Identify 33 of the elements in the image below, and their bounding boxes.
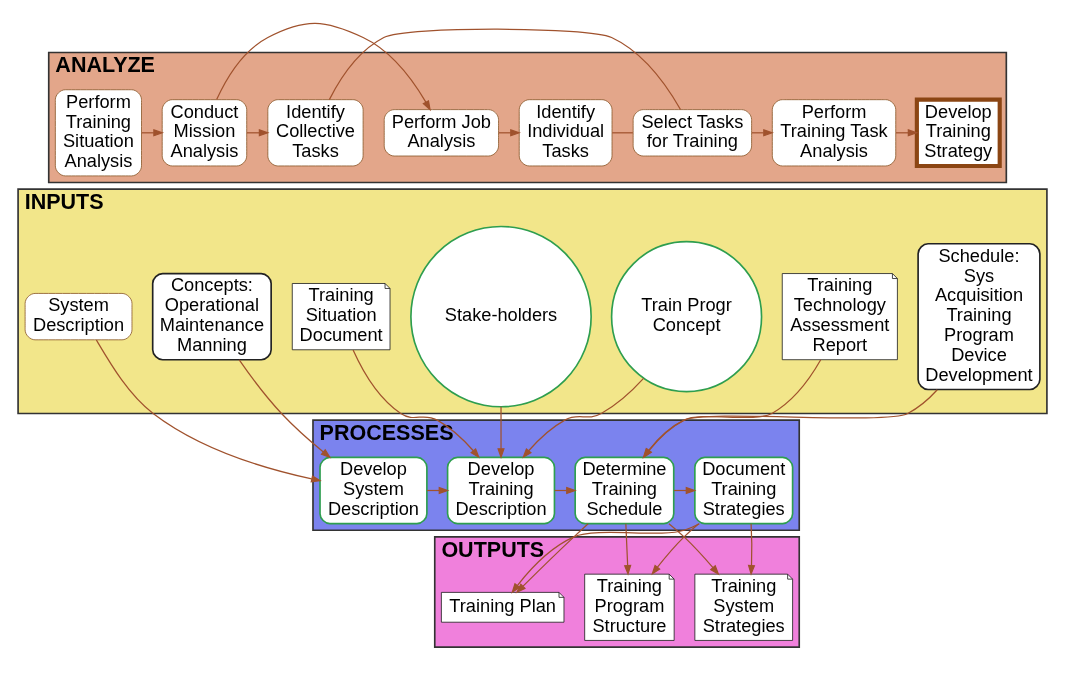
node-box: Schedule: Sys Acquisition Training Program Device Development: [917, 242, 1041, 391]
node-box: Develop System Description: [319, 456, 428, 525]
node-box: Identify Collective Tasks: [267, 99, 364, 167]
node-box: Determine Training Schedule: [574, 456, 675, 525]
node-box: Document Training Strategies: [694, 456, 794, 525]
arrow: [642, 359, 822, 459]
arrow: [511, 523, 700, 594]
node-box: System Description: [24, 293, 133, 341]
node-box: Develop Training Strategy: [914, 97, 1002, 168]
node-box: Develop Training Description: [446, 456, 556, 525]
arrow: [522, 377, 645, 459]
arrow: [515, 523, 589, 594]
connector: [611, 132, 634, 134]
arrow: [238, 359, 332, 459]
arrow: [216, 22, 431, 112]
node-box: Select Tasks for Training: [632, 109, 752, 157]
node-box: Perform Training Situation Analysis: [54, 89, 142, 177]
node-box: Identify Individual Tasks: [518, 99, 613, 167]
arrow: [642, 389, 938, 459]
arrow: [623, 523, 632, 576]
arrow: [668, 523, 720, 576]
arrow: [651, 523, 700, 576]
node-circle: Stake-holders: [410, 225, 592, 408]
arrow: [747, 523, 756, 576]
node-box: Perform Job Analysis: [383, 109, 499, 157]
node-circle: Train Progr Concept: [610, 240, 763, 393]
connector: [328, 28, 682, 111]
arrow: [352, 349, 480, 459]
node-box: Conduct Mission Analysis: [161, 99, 248, 167]
arrow: [95, 339, 322, 483]
node-box: Perform Training Task Analysis: [771, 99, 897, 167]
arrow: [497, 406, 505, 460]
node-box: Concepts: Operational Maintenance Manning: [151, 272, 272, 361]
